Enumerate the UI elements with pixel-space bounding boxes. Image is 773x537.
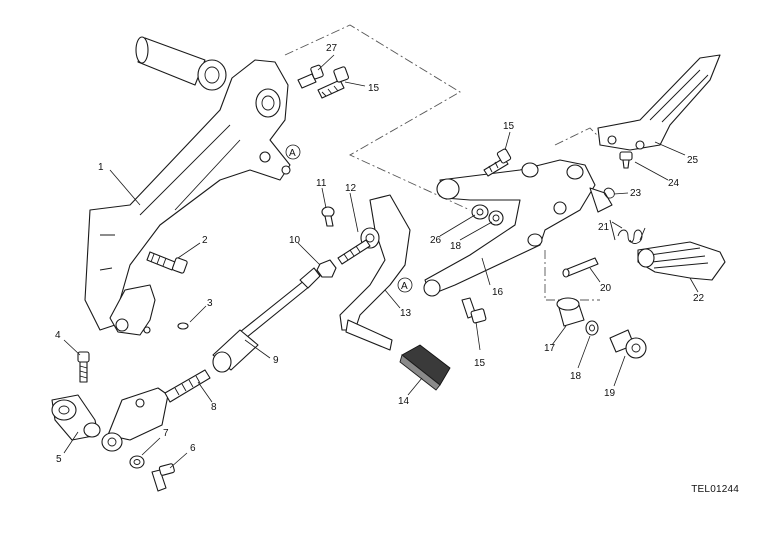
washer-7: [129, 455, 145, 469]
bolt-4: [77, 351, 90, 383]
reference-line-lower: [544, 250, 600, 301]
callout-22: 22: [693, 293, 705, 304]
callout-18-right: 18: [570, 371, 582, 382]
nut-10: [316, 259, 337, 278]
clip-23: [603, 187, 615, 199]
callout-9: 9: [273, 355, 279, 366]
callout-26: 26: [430, 235, 442, 246]
callout-25: 25: [687, 155, 699, 166]
callout-15-upper: 15: [368, 83, 380, 94]
callout-27: 27: [326, 43, 338, 54]
callout-24: 24: [668, 178, 680, 189]
bolt-15-upper: [317, 66, 350, 99]
callout-12: 12: [345, 183, 357, 194]
marker-a-upper-label: A: [289, 148, 296, 159]
bolt-15-right: [483, 148, 512, 177]
marker-a-upper: [285, 144, 301, 160]
callout-3: 3: [207, 298, 213, 309]
reference-line-upper: [284, 24, 471, 211]
screw-24: [619, 151, 633, 169]
rod-end-5: [51, 394, 101, 441]
washer-26: [471, 204, 489, 220]
gear-lever-13: [339, 194, 411, 351]
callout-21: 21: [598, 222, 610, 233]
bolt-19: [609, 329, 647, 359]
bolt-12: [337, 239, 371, 265]
callout-10: 10: [289, 235, 301, 246]
main-bracket: [84, 59, 291, 336]
heel-guard-25: [597, 54, 721, 151]
washer-18-right: [585, 320, 599, 336]
callout-11: 11: [316, 178, 327, 189]
washer-18-left: [488, 210, 504, 226]
leader-lines: [63, 54, 699, 469]
bolt-27: [297, 64, 324, 89]
pin-20: [562, 257, 599, 278]
footpeg-bracket-16: [423, 159, 613, 297]
shaft-9: [212, 267, 321, 373]
callout-6: 6: [190, 443, 196, 454]
callout-18-left: 18: [450, 241, 462, 252]
callout-17: 17: [544, 343, 556, 354]
marker-a-lower-label: A: [401, 281, 408, 292]
bushing-17: [556, 297, 585, 327]
footpeg-22: [637, 241, 726, 281]
callout-15-right: 15: [503, 121, 515, 132]
pin-3: [177, 322, 189, 330]
callout-1: 1: [98, 162, 104, 173]
callout-4: 4: [55, 330, 61, 341]
callout-14: 14: [398, 396, 410, 407]
callout-19: 19: [604, 388, 616, 399]
callout-16: 16: [492, 287, 504, 298]
bolt-15-lower: [461, 297, 487, 324]
callout-8: 8: [211, 402, 217, 413]
callout-23: 23: [630, 188, 642, 199]
callout-labels: 1 2 3 4 5 6 7 8 9 10 11 12 13 14 15 15 1…: [55, 43, 705, 465]
screw-11: [321, 206, 335, 227]
bracket-spacer-tube: [135, 36, 227, 91]
callout-7: 7: [163, 428, 169, 439]
callout-20: 20: [600, 283, 612, 294]
linkage-rod-8: [101, 369, 211, 452]
spring-21: [609, 219, 646, 244]
rubber-pad-14: [399, 344, 451, 391]
callout-15-lower: 15: [474, 358, 486, 369]
bolt-6: [151, 463, 175, 492]
marker-a-lower: [397, 277, 413, 293]
callout-5: 5: [56, 454, 62, 465]
drawing-reference-code: TEL01244: [691, 484, 739, 495]
callout-13: 13: [400, 308, 412, 319]
callout-2: 2: [202, 235, 208, 246]
bolt-2: [146, 251, 188, 274]
